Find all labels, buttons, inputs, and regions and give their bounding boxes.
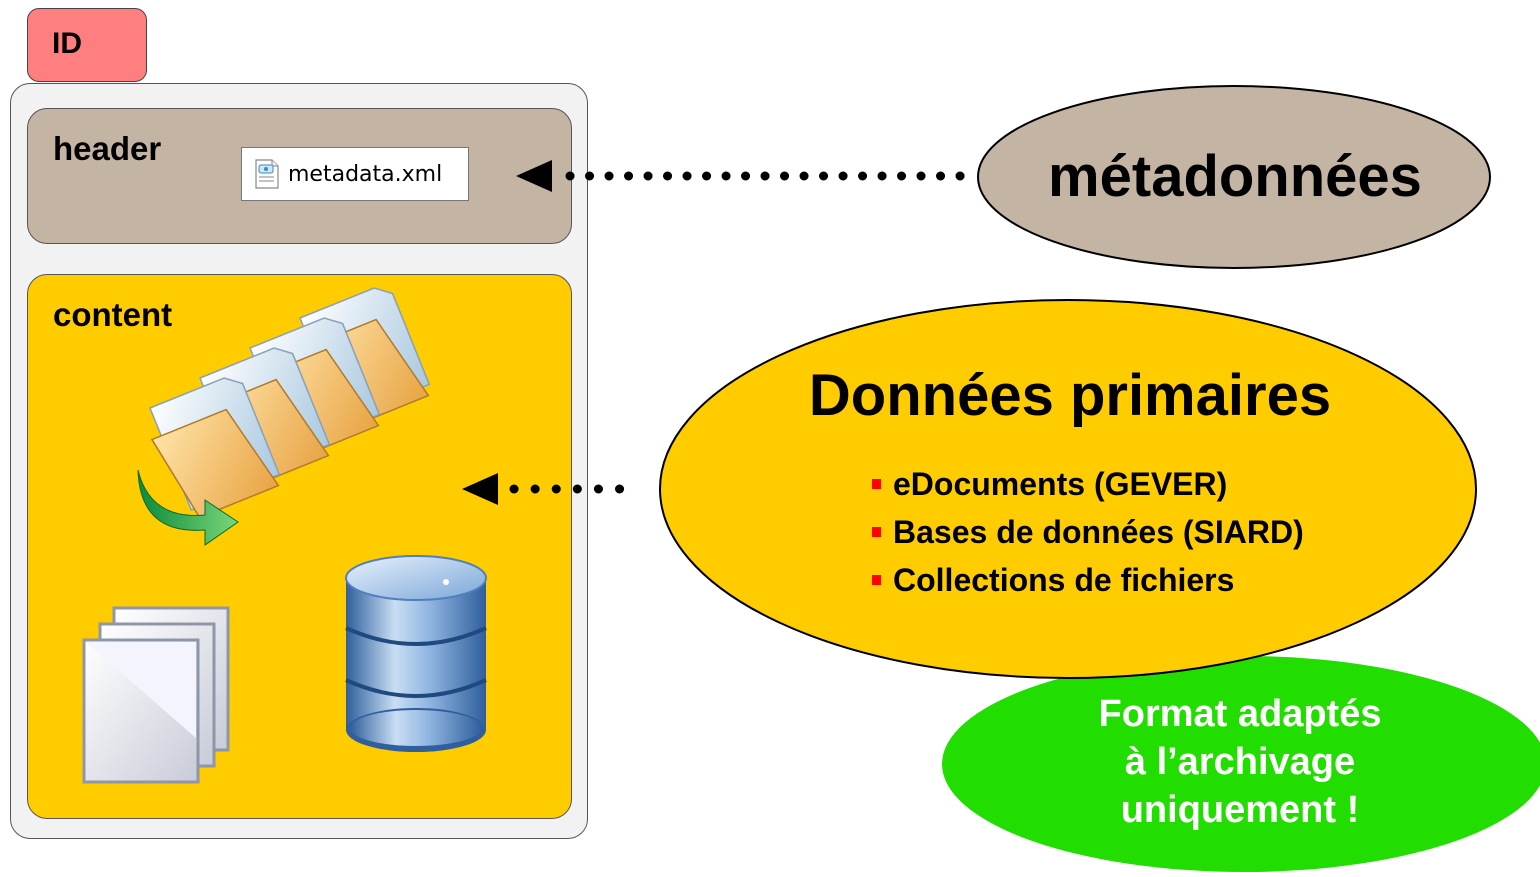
list-item: Bases de données (SIARD) xyxy=(872,508,1304,556)
primary-data-bubble xyxy=(659,299,1477,679)
content-arrow xyxy=(462,473,645,505)
document-stack-icon xyxy=(82,606,230,784)
bullet-icon xyxy=(872,527,881,537)
metadata-file-chip[interactable]: metadata.xml xyxy=(241,147,469,201)
list-item-text: eDocuments (GEVER) xyxy=(893,466,1228,502)
note-line: à l’archivage xyxy=(1124,741,1356,783)
list-item: Collections de fichiers xyxy=(872,556,1304,604)
primary-data-title: Données primaires xyxy=(808,363,1332,428)
note-bubble xyxy=(942,656,1540,872)
metadata-bubble-label: métadonnées xyxy=(1048,144,1422,209)
note-line: Format adaptés xyxy=(1098,693,1382,735)
list-item: eDocuments (GEVER) xyxy=(872,460,1304,508)
bullet-icon xyxy=(872,575,881,585)
metadata-bubble xyxy=(977,85,1491,269)
list-item-text: Collections de fichiers xyxy=(893,562,1235,598)
xml-file-icon xyxy=(255,159,279,189)
folder-stack-icon xyxy=(137,287,431,546)
id-label: ID xyxy=(52,27,82,60)
id-tab: ID xyxy=(27,8,147,82)
content-label: content xyxy=(53,296,173,333)
bullet-icon xyxy=(872,479,881,489)
note-line: uniquement ! xyxy=(1120,789,1360,831)
primary-data-list: eDocuments (GEVER) Bases de données (SIA… xyxy=(872,460,1304,604)
list-item-text: Bases de données (SIARD) xyxy=(893,514,1304,550)
metadata-file-name: metadata.xml xyxy=(288,161,443,187)
note-text: Format adaptés à l’archivage uniquement … xyxy=(1010,690,1470,834)
database-icon xyxy=(345,555,487,752)
header-label: header xyxy=(53,130,162,167)
metadata-arrow xyxy=(516,160,973,192)
